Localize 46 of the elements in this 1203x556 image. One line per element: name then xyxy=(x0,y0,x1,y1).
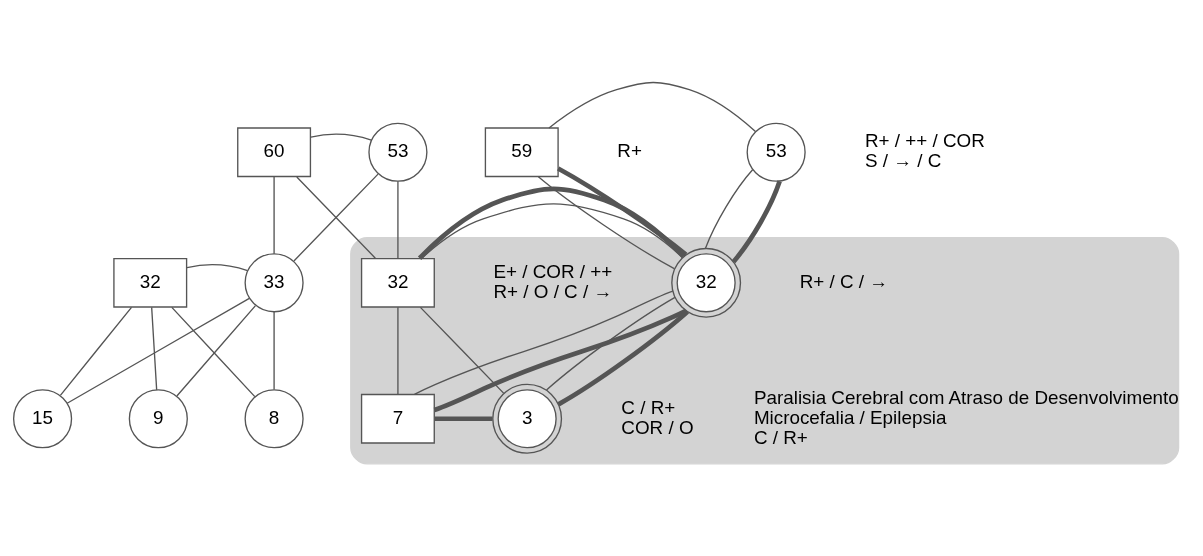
connector xyxy=(417,185,686,260)
node-label: R+ xyxy=(617,139,642,161)
connector xyxy=(537,175,675,269)
node-circle: 53 xyxy=(746,122,806,182)
connector xyxy=(273,175,275,254)
node-label: COR / O xyxy=(621,416,694,438)
node-circle: 32 xyxy=(671,247,742,318)
connector xyxy=(548,81,757,132)
connector xyxy=(186,263,249,271)
node-label: R+ / C / → xyxy=(799,270,889,292)
node-box: 59 xyxy=(484,126,559,177)
connector xyxy=(66,297,250,404)
connector xyxy=(704,168,754,249)
node-circle: 53 xyxy=(368,122,428,182)
connector xyxy=(397,180,399,259)
node-box: 7 xyxy=(360,393,435,444)
connector xyxy=(434,415,493,421)
node-label: R+ / O / C / → xyxy=(493,280,613,302)
node-label: Paralisia Cerebral com Atraso de Desenvolvimento xyxy=(753,386,1179,408)
node-box: 32 xyxy=(360,257,435,308)
node-box: 32 xyxy=(113,257,188,308)
connector xyxy=(545,296,676,391)
node-box: 60 xyxy=(237,126,312,177)
connector xyxy=(397,306,399,395)
connector xyxy=(310,132,373,141)
node-label: E+ / COR / ++ xyxy=(493,260,613,282)
node-circle: 33 xyxy=(244,252,304,312)
node-circle: 3 xyxy=(492,383,563,454)
connector xyxy=(59,306,133,396)
connector xyxy=(419,306,505,394)
node-label: C / R+ xyxy=(753,426,808,448)
connector xyxy=(273,310,275,390)
connector xyxy=(557,309,689,406)
connector xyxy=(151,306,158,391)
connector xyxy=(731,180,782,263)
connector xyxy=(557,165,688,256)
node-circle: 15 xyxy=(12,388,73,448)
node-label: C / R+ xyxy=(621,396,676,418)
node-circle: 9 xyxy=(128,388,188,448)
cluster xyxy=(350,236,1180,465)
connector xyxy=(433,308,687,412)
node-circle: 8 xyxy=(244,388,304,448)
node-label: R+ / ++ / COR xyxy=(864,129,985,151)
node-label: S / → / C xyxy=(864,149,942,171)
connector xyxy=(413,289,674,395)
node-label: Microcefalia / Epilepsia xyxy=(753,406,947,428)
